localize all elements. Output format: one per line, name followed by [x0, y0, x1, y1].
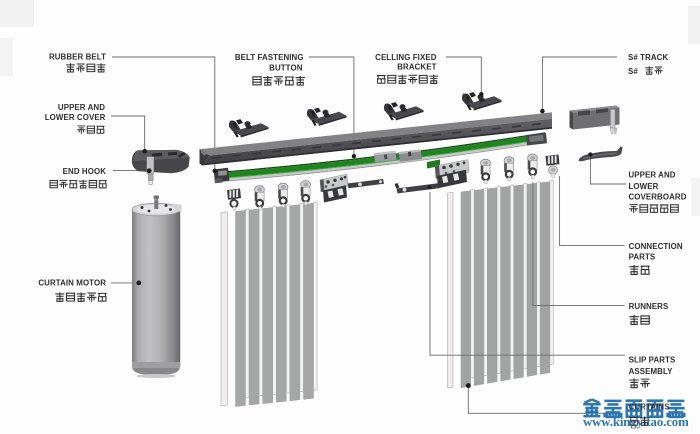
svg-text:S#: S#	[628, 67, 638, 76]
svg-text:CONNECTION: CONNECTION	[629, 242, 683, 251]
svg-text:S# TRACK: S# TRACK	[628, 53, 668, 62]
svg-text:UPPER AND: UPPER AND	[58, 103, 105, 112]
svg-text:ASSEMBLY: ASSEMBLY	[629, 367, 674, 376]
svg-text:RUNNERS: RUNNERS	[629, 302, 669, 311]
svg-text:LOWER: LOWER	[629, 182, 659, 191]
svg-text:BUTTON: BUTTON	[269, 63, 303, 72]
svg-text:UPPER AND: UPPER AND	[629, 171, 676, 180]
svg-text:RUBBER BELT: RUBBER BELT	[49, 53, 106, 62]
svg-text:BRACKET: BRACKET	[397, 63, 436, 72]
svg-text:www.kingyitao.com: www.kingyitao.com	[583, 415, 689, 429]
svg-text:END HOOK: END HOOK	[63, 167, 107, 176]
svg-text:CURTAINS: CURTAINS	[629, 403, 670, 412]
svg-text:SLIP PARTS: SLIP PARTS	[629, 356, 676, 365]
svg-text:CELLING FIXED: CELLING FIXED	[375, 53, 437, 62]
svg-text:CURTAIN MOTOR: CURTAIN MOTOR	[38, 278, 106, 287]
svg-text:BELT FASTENING: BELT FASTENING	[235, 53, 304, 62]
svg-text:LOWER COVER: LOWER COVER	[45, 113, 106, 122]
svg-text:PARTS: PARTS	[629, 253, 656, 262]
svg-text:COVERBOARD: COVERBOARD	[629, 192, 687, 201]
